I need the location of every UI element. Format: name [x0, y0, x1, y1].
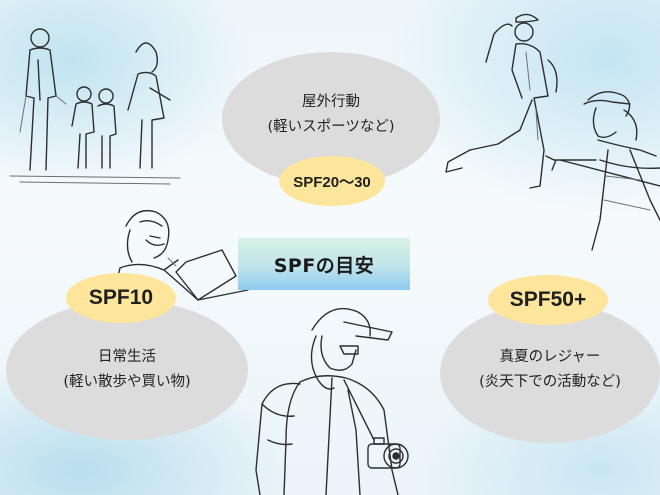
daily-spf-badge: SPF10	[66, 273, 176, 323]
summer-detail: (炎天下での活動など)	[479, 374, 621, 390]
daily-caption: 日常生活 (軽い散歩や買い物)	[6, 345, 248, 395]
family-walking-illustration	[9, 28, 181, 185]
outdoor-heading: 屋外行動	[302, 94, 360, 110]
daily-heading: 日常生活	[98, 349, 156, 365]
daily-detail: (軽い散歩や買い物)	[63, 374, 191, 390]
page-title: SPFの目安	[238, 238, 410, 290]
summer-heading: 真夏のレジャー	[499, 349, 601, 365]
summer-spf-badge: SPF50+	[488, 275, 608, 325]
outdoor-caption: 屋外行動 (軽いスポーツなど)	[222, 90, 440, 140]
summer-caption: 真夏のレジャー (炎天下での活動など)	[440, 345, 660, 395]
hiker-with-camera-illustration	[255, 307, 409, 495]
golfer-illustration	[545, 91, 660, 251]
woman-waving-illustration	[445, 13, 558, 189]
outdoor-detail: (軽いスポーツなど)	[267, 119, 395, 135]
daily-bubble	[6, 300, 248, 440]
summer-bubble	[440, 303, 660, 443]
outdoor-spf-badge: SPF20〜30	[279, 156, 385, 206]
